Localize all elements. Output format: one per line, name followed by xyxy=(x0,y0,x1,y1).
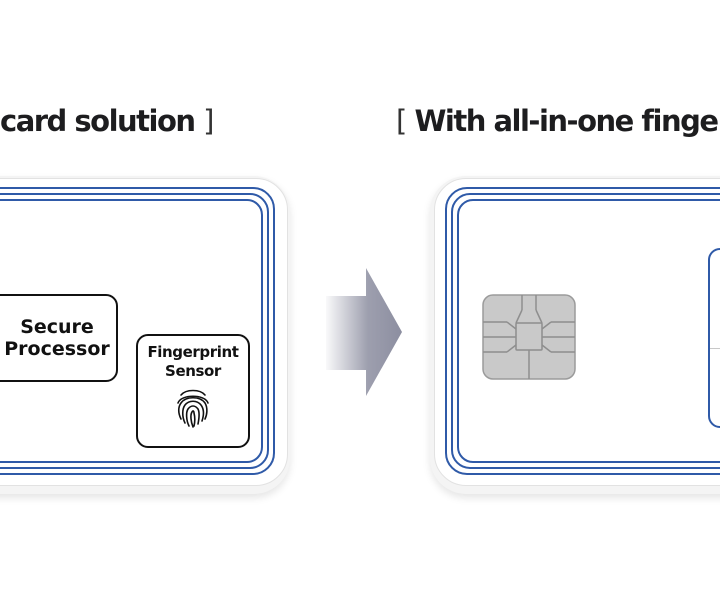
card-antenna-ring xyxy=(0,193,269,469)
heading-right-text: With all-in-one finge xyxy=(414,104,719,138)
heading-left-text: card solution xyxy=(0,104,196,138)
right-arrow-icon xyxy=(326,268,402,396)
fingerprint-icon xyxy=(177,389,209,428)
heading-left: card solution ] xyxy=(0,100,214,142)
fingerprint-sensor-box: Fingerprint Sensor xyxy=(136,334,250,448)
secure-processor-box: Secure Processor xyxy=(0,294,118,382)
fingerprint-sensor-line2: Sensor xyxy=(165,362,221,380)
module-divider xyxy=(710,348,720,349)
right-card xyxy=(434,178,720,486)
secure-processor-line2: Processor xyxy=(4,338,110,360)
emv-chip-icon xyxy=(482,294,576,380)
heading-right-bracket: [ xyxy=(396,104,407,138)
card-antenna-ring xyxy=(451,193,720,469)
card-antenna-ring xyxy=(457,199,720,463)
card-antenna-ring xyxy=(0,199,263,463)
card-antenna-ring xyxy=(0,187,275,475)
card-antenna-ring xyxy=(445,187,720,475)
heading-left-bracket: ] xyxy=(203,104,214,138)
heading-right: [ With all-in-one finge xyxy=(396,100,719,142)
fingerprint-module xyxy=(708,248,720,428)
secure-processor-line1: Secure xyxy=(20,316,94,338)
fingerprint-sensor-line1: Fingerprint xyxy=(147,343,239,361)
